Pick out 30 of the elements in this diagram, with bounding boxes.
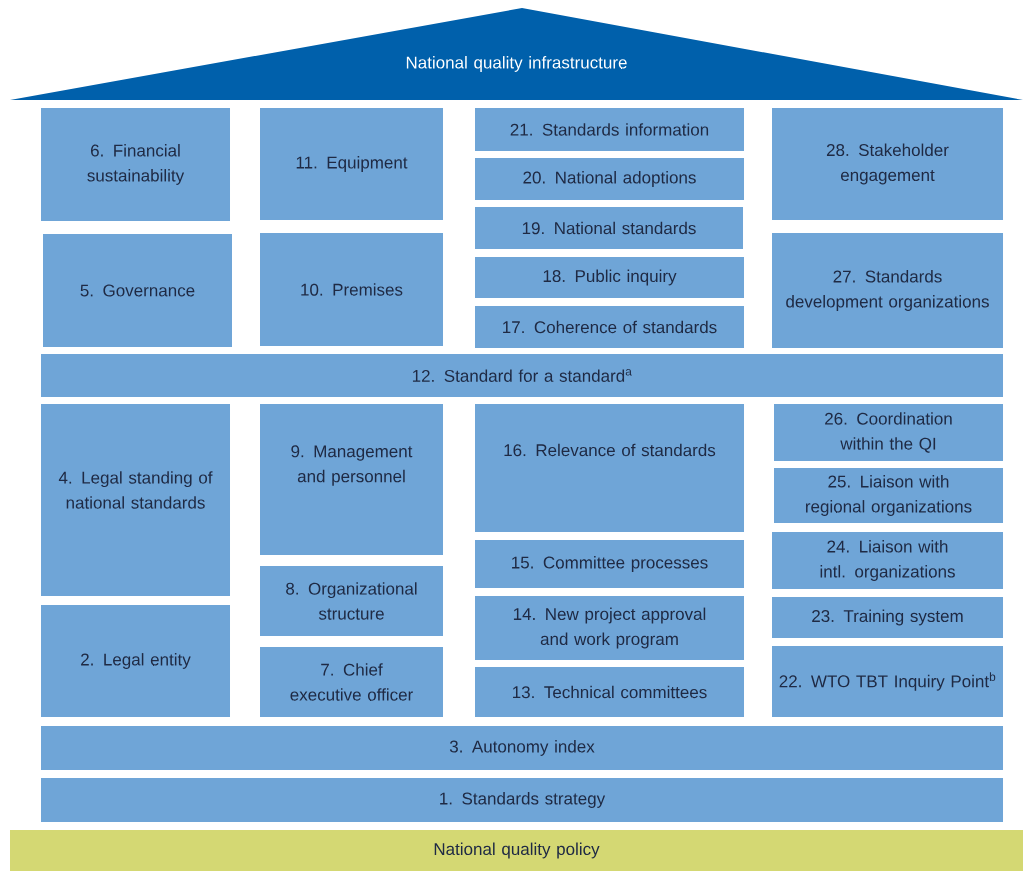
pillar-box: 5. Governance: [43, 234, 232, 347]
pillar-box: 19. National standards: [475, 207, 743, 249]
pillar-box: 28. Stakeholder engagement: [772, 108, 1003, 220]
pillar-box: 11. Equipment: [260, 108, 443, 220]
pillar-box: 23. Training system: [772, 597, 1003, 638]
pillar-box: 14. New project approval and work program: [475, 596, 744, 660]
pillar-box: 6. Financial sustainability: [41, 108, 230, 221]
pillar-box: 4. Legal standing of national standards: [41, 404, 230, 596]
pillar-box: 18. Public inquiry: [475, 257, 744, 298]
pillar-box: 2. Legal entity: [41, 605, 230, 717]
pillar-box: 15. Committee processes: [475, 540, 744, 588]
pillar-box: 9. Management and personnel: [260, 404, 443, 555]
pillar-box: 12. Standard for a standard$^{a}$: [41, 354, 1003, 397]
pillar-box: 3. Autonomy index: [41, 726, 1003, 770]
pillar-box: 16. Relevance of standards: [475, 404, 744, 532]
pillar-box: 13. Technical committees: [475, 667, 744, 717]
pillar-box: 7. Chief executive officer: [260, 647, 443, 717]
pillar-box: 20. National adoptions: [475, 158, 744, 200]
pillar-box: 26. Coordination within the QI: [774, 404, 1003, 461]
pillar-box: 10. Premises: [260, 233, 443, 346]
pillar-box: 22. WTO TBT Inquiry Point$^{b}$: [772, 646, 1003, 717]
foundation-band: National quality policy: [10, 830, 1023, 871]
roof-banner: National quality infrastructure: [10, 8, 1023, 100]
pillar-box: 1. Standards strategy: [41, 778, 1003, 822]
pillar-box: 8. Organizational structure: [260, 566, 443, 636]
pillar-box: 27. Standards development organizations: [772, 233, 1003, 348]
pillar-box: 17. Coherence of standards: [475, 306, 744, 348]
pillar-box: 21. Standards information: [475, 108, 744, 151]
pillar-box: 25. Liaison with regional organizations: [774, 468, 1003, 523]
pillar-box: 24. Liaison with intl. organizations: [772, 532, 1003, 589]
